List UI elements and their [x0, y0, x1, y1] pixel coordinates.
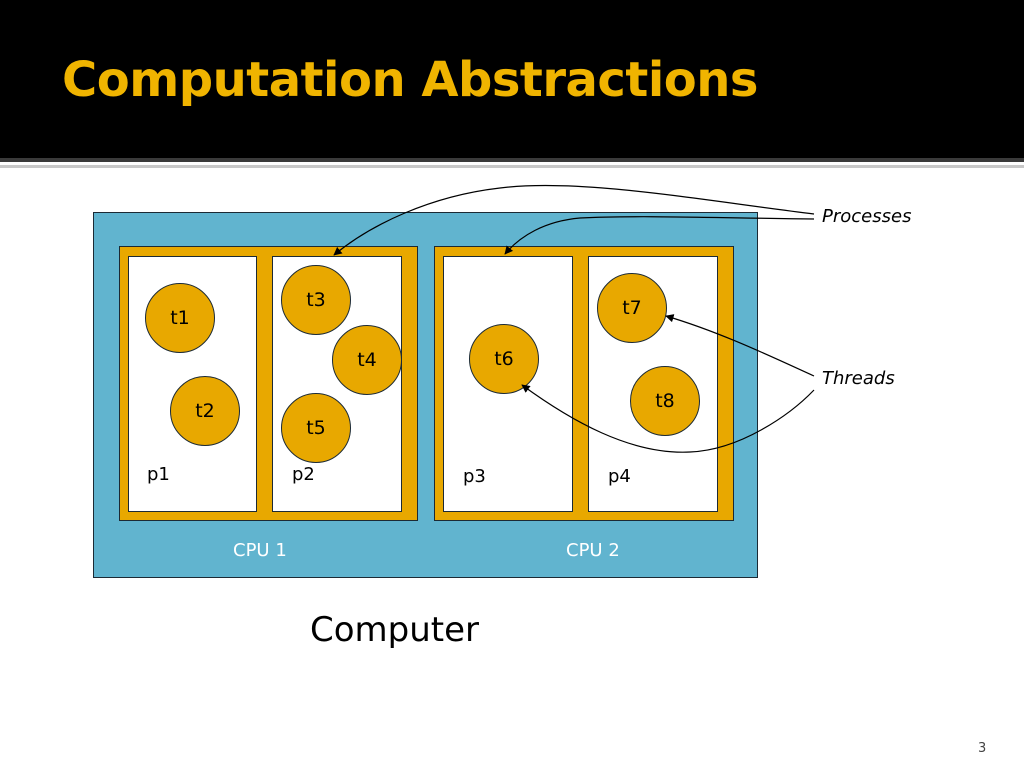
- thread-t8: t8: [630, 366, 700, 436]
- title-divider-light: [0, 165, 1024, 168]
- title-divider: [0, 158, 1024, 162]
- page-number: 3: [978, 741, 987, 756]
- computer-label: Computer: [310, 610, 480, 650]
- arrow-threads-to-t6: [521, 384, 815, 453]
- thread-t3: t3: [281, 265, 351, 335]
- arrow-processes-to-p3: [504, 216, 815, 255]
- thread-t5: t5: [281, 393, 351, 463]
- thread-t6: t6: [469, 324, 539, 394]
- thread-t7: t7: [597, 273, 667, 343]
- title-bar: Computation Abstractions: [0, 0, 1024, 158]
- thread-t4: t4: [332, 325, 402, 395]
- annotation-threads: Threads: [822, 368, 895, 389]
- thread-t1: t1: [145, 283, 215, 353]
- process-label-p3: p3: [463, 466, 486, 487]
- process-label-p1: p1: [147, 464, 170, 485]
- slide-title: Computation Abstractions: [62, 52, 759, 108]
- thread-t2: t2: [170, 376, 240, 446]
- process-label-p2: p2: [292, 464, 315, 485]
- arrow-threads-to-t7: [665, 314, 815, 377]
- process-label-p4: p4: [608, 466, 631, 487]
- arrow-processes-to-p2: [333, 184, 815, 256]
- cpu-label-1: CPU 1: [233, 540, 287, 561]
- cpu-label-2: CPU 2: [566, 540, 620, 561]
- annotation-processes: Processes: [822, 206, 912, 227]
